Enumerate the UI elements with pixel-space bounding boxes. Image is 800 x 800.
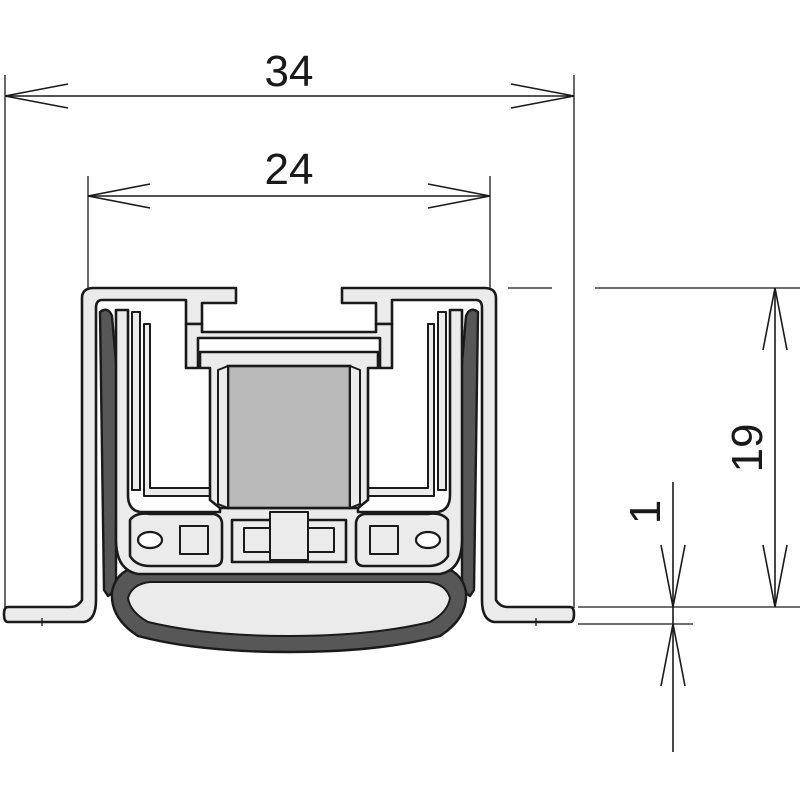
inner-right-rib [437, 311, 447, 491]
right-flange-profile [340, 286, 576, 624]
magnet-core-right-clip [349, 365, 361, 509]
seal-profile [2, 286, 576, 654]
dimension-label-24: 24 [265, 145, 314, 194]
right-screw-channel-lip [369, 525, 399, 555]
dimension-label-34: 34 [265, 47, 314, 96]
magnet-core-left-clip [217, 365, 229, 509]
bottom-seal-inner [127, 581, 451, 637]
dimension-label-19: 19 [723, 424, 772, 473]
magnet-core [226, 364, 352, 510]
inner-left-spring [143, 323, 215, 497]
top-carrier-channel [184, 322, 394, 370]
left-flange-profile [2, 286, 238, 624]
left-screw-hole [136, 530, 164, 550]
arrowhead-top-19 [762, 287, 788, 351]
inner-right-spring [363, 323, 435, 497]
arrowhead-right-34 [510, 83, 575, 109]
arrowhead-bottom-1 [660, 623, 686, 687]
right-screw-hole [414, 530, 442, 550]
arrowhead-right-24 [427, 183, 491, 209]
dimension-overall-width: 34 [4, 47, 575, 608]
dimension-inner-width: 24 [87, 145, 491, 292]
arrowhead-bottom-19 [762, 544, 788, 608]
arrowhead-left-34 [4, 83, 69, 109]
inner-left-rib [131, 311, 141, 491]
arrowhead-left-24 [87, 183, 151, 209]
left-screw-channel-lip [179, 525, 209, 555]
center-keeper-pin [269, 511, 309, 561]
dimension-lip: 1 [578, 482, 693, 752]
arrowhead-top-1 [660, 544, 686, 608]
dimension-height: 19 [508, 287, 800, 608]
dimension-label-1: 1 [621, 500, 670, 524]
